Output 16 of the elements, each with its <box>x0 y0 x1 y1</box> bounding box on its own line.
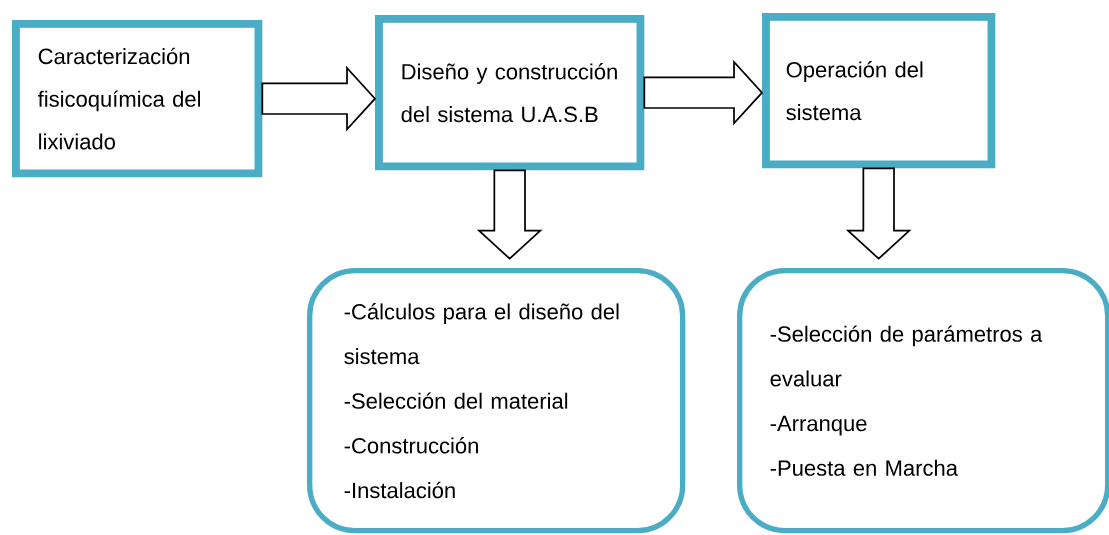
list-item: -Construcción <box>344 437 478 454</box>
rounded-box <box>737 268 1109 534</box>
rounded-box <box>307 268 686 534</box>
block-arrow <box>643 59 764 126</box>
list-item: -Selección de parámetros a evaluar <box>770 325 1043 387</box>
block-arrow <box>476 169 543 260</box>
block-arrow <box>261 65 377 132</box>
list-item: -Selección del material <box>344 392 568 409</box>
process-box: Caracterización fisicoquímica del lixiviado <box>12 20 263 178</box>
list-item: -Arranque <box>770 415 867 436</box>
process-box: Operación del sistema <box>762 13 996 169</box>
list-item: -Cálculos para el diseño del sistema <box>344 303 619 365</box>
list-item: -Instalación <box>344 481 455 499</box>
list-item: -Puesta en Marcha <box>770 459 958 476</box>
process-box: Diseño y construcción del sistema U.A.S.B <box>375 15 645 171</box>
block-arrow <box>845 167 912 260</box>
